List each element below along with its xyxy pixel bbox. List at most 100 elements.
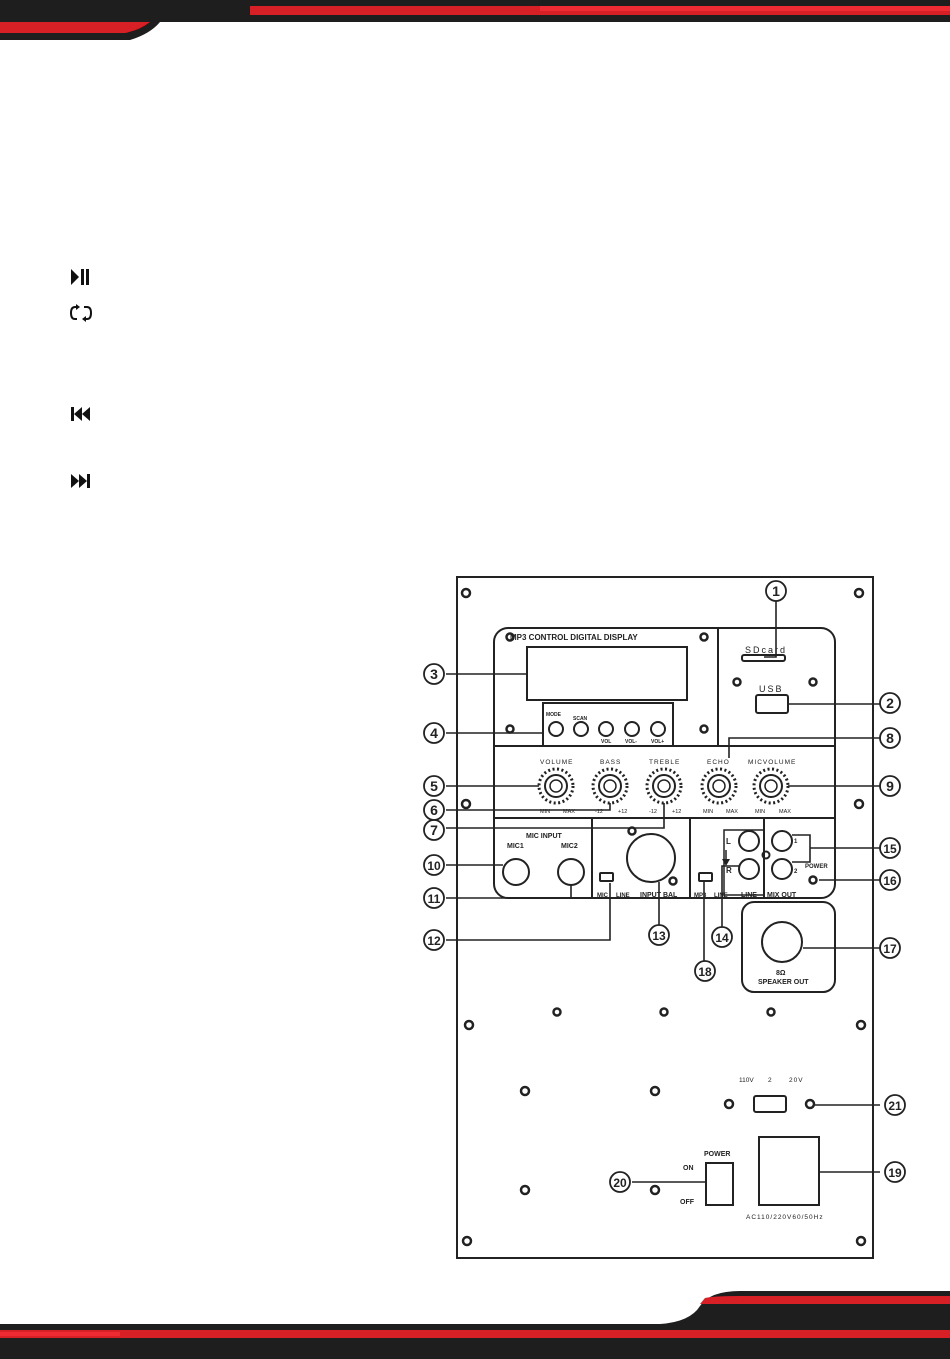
footer-band <box>0 1291 950 1359</box>
next-track-icon <box>68 470 96 492</box>
callout-number: 11 <box>428 892 441 906</box>
sdcard-label: SDcard <box>745 645 787 655</box>
line-l-jack <box>738 830 760 852</box>
mic1-jack <box>502 858 530 886</box>
speaker-out-block <box>741 901 836 993</box>
callout-number: 14 <box>715 931 729 945</box>
display-title: MP3 CONTROL DIGITAL DISPLAY <box>510 633 638 642</box>
control-module <box>493 627 836 899</box>
callout-number: 2 <box>886 695 894 711</box>
mp3-line-switch <box>698 872 713 882</box>
volume-knob <box>537 767 575 805</box>
treble-minus: -12 <box>649 809 657 815</box>
callout-4: 4 <box>423 722 445 744</box>
callout-number: 17 <box>883 942 897 956</box>
l-label: L <box>726 837 731 846</box>
repeat-button <box>598 721 614 737</box>
next-button <box>650 721 666 737</box>
callout-number: 12 <box>427 934 441 948</box>
callout-12: 12 <box>423 929 445 951</box>
play-button <box>573 721 589 737</box>
callout-number: 19 <box>888 1166 902 1180</box>
callout-5: 5 <box>423 775 445 797</box>
power-switch <box>705 1162 734 1206</box>
callout-13: 13 <box>648 924 670 946</box>
volume-max: MAX <box>563 809 575 815</box>
callout-number: 1 <box>772 583 780 599</box>
repeat-icon <box>68 302 96 324</box>
on-label: ON <box>683 1165 694 1172</box>
button-strip <box>542 702 674 747</box>
bass-label: BASS <box>600 759 621 766</box>
mode-label: MODE <box>546 712 562 718</box>
treble-label: TREBLE <box>649 759 680 766</box>
callout-number: 7 <box>430 822 438 838</box>
callout-15: 15 <box>879 837 901 859</box>
treble-plus: +12 <box>672 809 681 815</box>
echo-knob <box>700 767 738 805</box>
callout-number: 4 <box>430 725 438 741</box>
line-r-jack <box>738 858 760 880</box>
callout-14: 14 <box>711 926 733 948</box>
micvol-min: MIN <box>755 809 765 815</box>
line-label-3: LINE <box>741 892 757 899</box>
mic-label: MIC <box>597 893 609 899</box>
callout-1: 1 <box>765 580 787 602</box>
mic2-label: MIC2 <box>561 843 578 850</box>
bass-plus: +12 <box>618 809 627 815</box>
callout-17: 17 <box>879 937 901 959</box>
usb-label: USB <box>759 684 784 694</box>
vol-minus-label: VOL- <box>625 739 637 745</box>
callout-number: 20 <box>613 1176 627 1190</box>
input-bal-label: INPUT BAL <box>640 892 678 899</box>
echo-max: MAX <box>726 809 738 815</box>
volume-min: MIN <box>540 809 550 815</box>
scan-label: SCAN <box>573 716 588 722</box>
callout-2: 2 <box>879 692 901 714</box>
mic-volume-knob <box>752 767 790 805</box>
callout-number: 13 <box>652 929 666 943</box>
callout-19: 19 <box>884 1161 906 1183</box>
callout-number: 5 <box>430 778 438 794</box>
line-label-1: LINE <box>616 893 630 899</box>
input-bal-jack <box>626 833 676 883</box>
prev-button <box>624 721 640 737</box>
callout-number: 8 <box>886 730 894 746</box>
speaker-out-label: SPEAKER OUT <box>758 979 809 986</box>
volume-label: VOLUME <box>540 759 573 766</box>
panel-plate <box>456 576 874 1259</box>
callout-9: 9 <box>879 775 901 797</box>
callout-number: 15 <box>883 842 897 856</box>
callout-number: 18 <box>698 965 712 979</box>
ac-rating-label: AC110/220V60/50Hz <box>746 1214 824 1221</box>
callout-number: 9 <box>886 778 894 794</box>
callout-number: 16 <box>883 874 897 888</box>
callout-number: 3 <box>430 666 438 682</box>
callout-number: 21 <box>888 1099 902 1113</box>
mixout-2-label: 2 <box>794 869 798 875</box>
off-label: OFF <box>680 1199 695 1206</box>
echo-label: ECHO <box>707 759 730 766</box>
bass-knob <box>591 767 629 805</box>
callout-number: 6 <box>430 802 438 818</box>
callout-11: 11 <box>423 887 445 909</box>
treble-knob <box>645 767 683 805</box>
mixout-label: MIX OUT <box>767 892 797 899</box>
previous-track-icon <box>68 403 96 425</box>
power-inlet <box>758 1136 820 1206</box>
v2-label: 2 <box>768 1077 772 1084</box>
callout-3: 3 <box>423 663 445 685</box>
play-pause-icon <box>68 266 96 288</box>
callout-18: 18 <box>694 960 716 982</box>
mixout-2-jack <box>771 858 793 880</box>
power-led-label: POWER <box>805 864 828 870</box>
mic1-label: MIC1 <box>507 843 524 850</box>
micvol-max: MAX <box>779 809 791 815</box>
line-label-2: LINE <box>714 893 728 899</box>
header-band <box>0 0 950 40</box>
callout-7: 7 <box>423 819 445 841</box>
mp3-label: MP3 <box>694 893 707 899</box>
callout-16: 16 <box>879 869 901 891</box>
mic-input-label: MIC INPUT <box>526 833 563 840</box>
